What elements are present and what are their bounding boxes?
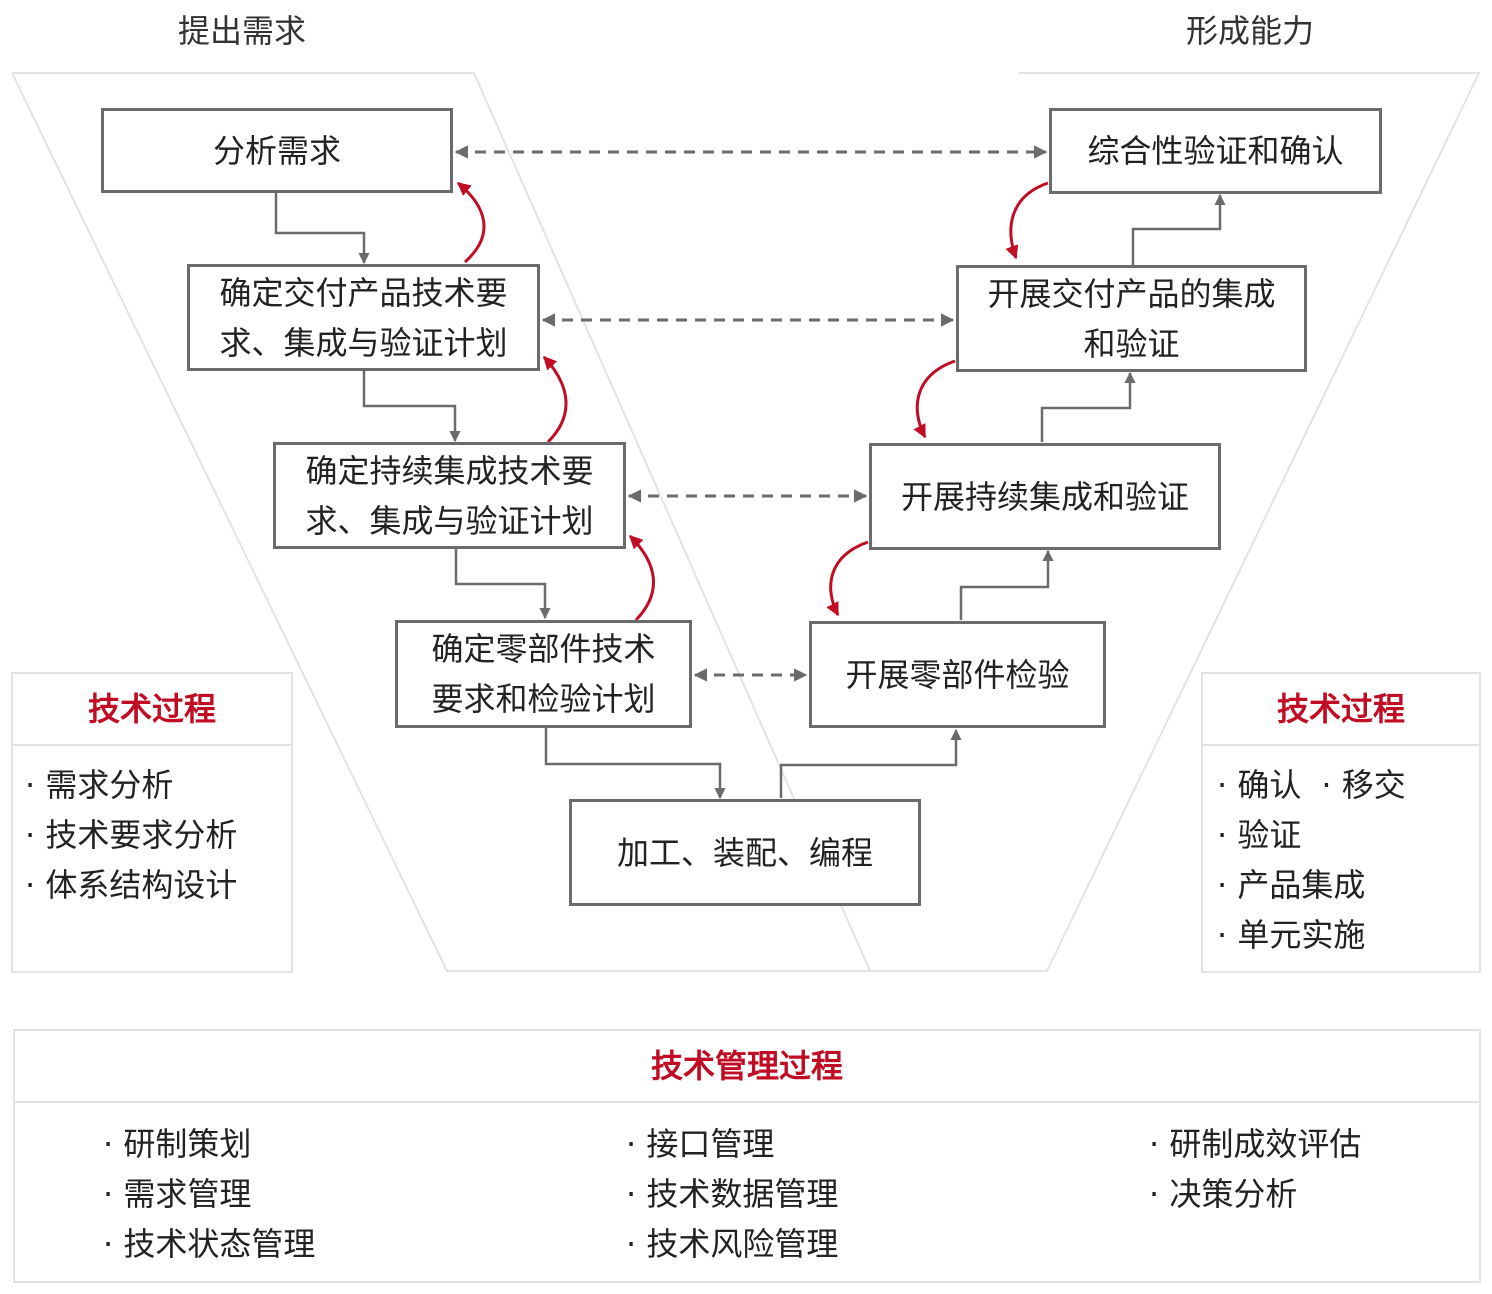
list-item: 技术数据管理 bbox=[626, 1169, 838, 1219]
management-list-col1: 研制策划 需求管理 技术状态管理 bbox=[103, 1119, 315, 1269]
feedback-arrow-right-2 bbox=[913, 359, 956, 439]
panel-divider bbox=[13, 744, 291, 746]
feedback-arrow-left-2 bbox=[542, 355, 568, 444]
list-item: 技术状态管理 bbox=[103, 1219, 315, 1269]
technical-management-panel: 技术管理过程 研制策划 需求管理 技术状态管理 接口管理 技术数据管理 技术风险… bbox=[13, 1029, 1481, 1283]
box-component-inspection: 开展零部件检验 bbox=[809, 621, 1106, 728]
list-item: 验证 bbox=[1217, 810, 1406, 860]
left-process-list: 需求分析 技术要求分析 体系结构设计 bbox=[25, 760, 237, 910]
flow-arrow-6 bbox=[959, 549, 1054, 620]
box-line: 加工、装配、编程 bbox=[616, 833, 873, 872]
heading-raise-requirements: 提出需求 bbox=[178, 12, 307, 50]
panel-title: 技术过程 bbox=[87, 690, 216, 728]
list-item: 移交 bbox=[1321, 760, 1406, 810]
flow-arrow-2 bbox=[362, 370, 461, 443]
list-item-pair: 确认移交 bbox=[1217, 760, 1406, 810]
v-band-right bbox=[843, 72, 1481, 972]
panel-title: 技术过程 bbox=[1276, 690, 1405, 728]
list-item: 决策分析 bbox=[1149, 1169, 1361, 1219]
list-item: 研制成效评估 bbox=[1149, 1119, 1361, 1169]
box-manufacturing: 加工、装配、编程 bbox=[569, 799, 921, 906]
list-item: 单元实施 bbox=[1217, 910, 1406, 960]
box-delivery-requirements: 确定交付产品技术要 求、集成与验证计划 bbox=[187, 264, 540, 371]
flow-arrow-7 bbox=[1040, 371, 1136, 442]
box-comprehensive-validation: 综合性验证和确认 bbox=[1049, 108, 1382, 194]
box-line: 开展持续集成和验证 bbox=[900, 477, 1189, 516]
list-item: 体系结构设计 bbox=[25, 860, 237, 910]
management-list-col3: 研制成效评估 决策分析 bbox=[1149, 1119, 1361, 1219]
list-item: 产品集成 bbox=[1217, 860, 1406, 910]
flow-arrow-8 bbox=[1131, 193, 1226, 265]
list-item: 需求管理 bbox=[103, 1169, 315, 1219]
management-list-col2: 接口管理 技术数据管理 技术风险管理 bbox=[626, 1119, 838, 1269]
left-technical-process-panel: 技术过程 需求分析 技术要求分析 体系结构设计 bbox=[11, 672, 293, 973]
box-line: 开展零部件检验 bbox=[845, 655, 1070, 694]
panel-divider bbox=[1203, 744, 1479, 746]
box-line: 求、集成与验证计划 bbox=[305, 501, 594, 540]
panel-title: 技术管理过程 bbox=[650, 1047, 843, 1085]
box-delivery-integration: 开展交付产品的集成 和验证 bbox=[956, 265, 1307, 372]
box-analyze-requirements: 分析需求 bbox=[101, 108, 453, 193]
list-item: 研制策划 bbox=[103, 1119, 315, 1169]
feedback-arrow-right-3 bbox=[826, 540, 869, 617]
box-line: 求、集成与验证计划 bbox=[219, 323, 508, 362]
box-line: 确定持续集成技术要 bbox=[305, 451, 594, 490]
panel-divider bbox=[15, 1101, 1479, 1103]
heading-form-capability: 形成能力 bbox=[1186, 12, 1315, 50]
list-item: 确认 bbox=[1237, 766, 1302, 804]
feedback-arrow-right-1 bbox=[1005, 181, 1049, 260]
box-continuous-integration-requirements: 确定持续集成技术要 求、集成与验证计划 bbox=[273, 442, 626, 549]
box-continuous-integration: 开展持续集成和验证 bbox=[869, 443, 1221, 550]
right-technical-process-panel: 技术过程 确认移交 验证 产品集成 单元实施 bbox=[1201, 672, 1481, 973]
right-process-list: 确认移交 验证 产品集成 单元实施 bbox=[1217, 760, 1406, 960]
flow-arrow-1 bbox=[274, 193, 370, 265]
list-item: 需求分析 bbox=[25, 760, 237, 810]
box-line: 综合性验证和确认 bbox=[1087, 132, 1344, 170]
box-component-requirements: 确定零部件技术 要求和检验计划 bbox=[395, 620, 692, 728]
box-line: 确定零部件技术 bbox=[431, 630, 656, 668]
list-item: 接口管理 bbox=[626, 1119, 838, 1169]
box-line: 和验证 bbox=[1083, 324, 1180, 363]
flow-arrow-3 bbox=[454, 548, 551, 620]
list-item: 技术要求分析 bbox=[25, 810, 237, 860]
box-line: 开展交付产品的集成 bbox=[987, 274, 1276, 313]
feedback-arrow-left-3 bbox=[628, 534, 655, 622]
flow-arrow-5 bbox=[779, 728, 962, 798]
flow-arrow-4 bbox=[544, 727, 726, 800]
box-line: 要求和检验计划 bbox=[431, 680, 656, 718]
box-line: 分析需求 bbox=[212, 131, 341, 170]
box-line: 确定交付产品技术要 bbox=[219, 273, 508, 312]
list-item: 技术风险管理 bbox=[626, 1219, 838, 1269]
feedback-arrow-left-1 bbox=[456, 181, 486, 264]
